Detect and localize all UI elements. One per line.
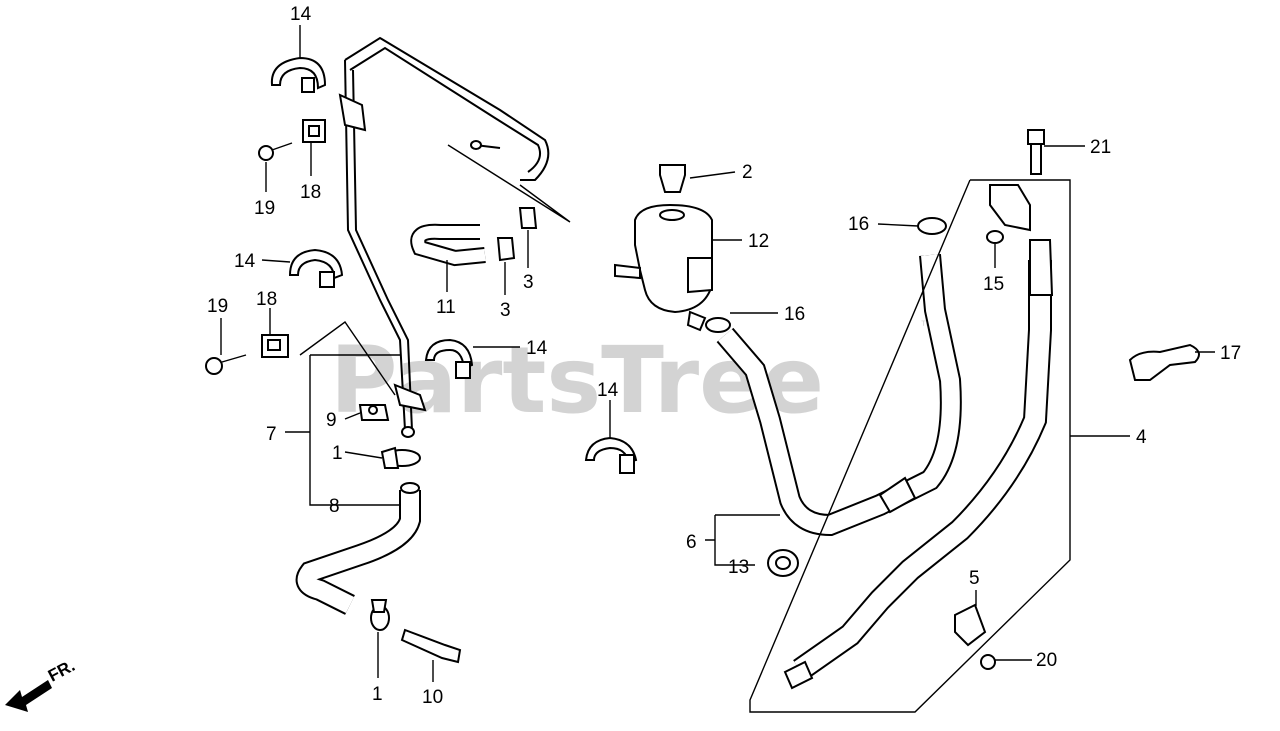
clip-3-b[interactable] [518,207,538,229]
callout-19[interactable]: 19 [207,296,228,317]
callout-3[interactable]: 3 [523,272,534,293]
callout-14[interactable]: 14 [234,251,256,272]
screw-19-mid[interactable] [205,354,247,375]
clamp-14-top[interactable] [270,56,327,93]
callout-1[interactable]: 1 [332,443,343,464]
leader-7-bracket [285,354,400,506]
clamp-16-canister[interactable] [705,317,731,333]
callout-15[interactable]: 15 [983,274,1004,295]
front-direction-arrow [5,680,52,712]
leader-4-frame [749,179,1071,713]
hose-11[interactable] [410,223,486,267]
callout-16[interactable]: 16 [848,214,869,235]
leader-6-bracket [705,514,780,566]
callout-3[interactable]: 3 [500,300,511,321]
callout-9[interactable]: 9 [326,410,337,431]
callout-18[interactable]: 18 [300,182,321,203]
callout-10[interactable]: 10 [422,687,443,708]
cap-2[interactable] [659,164,686,193]
leader-3 [447,144,571,223]
callout-13[interactable]: 13 [728,557,749,578]
screw-19-top[interactable] [258,142,293,161]
callouts: 14 19 18 14 19 18 11 3 3 14 9 7 1 8 1 10… [207,4,1241,708]
callout-1[interactable]: 1 [372,684,383,705]
clip-18-top[interactable] [302,119,326,143]
callout-14[interactable]: 14 [290,4,312,25]
canister-12[interactable] [614,203,713,332]
callout-14[interactable]: 14 [597,380,619,401]
callout-18[interactable]: 18 [256,289,277,310]
clamp-14-right[interactable] [584,436,638,474]
fuel-tube-rigid[interactable] [338,36,550,438]
callout-7[interactable]: 7 [266,424,277,445]
callout-11[interactable]: 11 [436,297,456,318]
clip-18-mid[interactable] [261,334,289,358]
clip-1-lower[interactable] [370,599,390,631]
callout-20[interactable]: 20 [1036,650,1057,671]
grommet-9[interactable] [358,404,390,421]
callout-4[interactable]: 4 [1136,427,1147,448]
bolt-20[interactable] [980,654,996,670]
grommet-13[interactable] [767,549,799,577]
callout-12[interactable]: 12 [748,231,769,252]
fitting-10[interactable] [400,628,462,664]
callout-17[interactable]: 17 [1220,343,1241,364]
clip-5[interactable] [954,603,987,647]
callout-5[interactable]: 5 [969,568,980,589]
callout-6[interactable]: 6 [686,532,697,553]
leader-18-mid [299,321,396,396]
clamp-16-top[interactable] [917,217,947,235]
clamp-14-center[interactable] [424,338,474,379]
clip-17[interactable] [1128,343,1200,381]
callout-14[interactable]: 14 [526,338,548,359]
leader-lines [220,25,1215,682]
hose-8[interactable] [295,482,421,615]
washer-15[interactable] [986,230,1004,244]
hose-6[interactable] [716,254,962,537]
callout-2[interactable]: 2 [742,162,753,183]
bolt-21[interactable] [1027,129,1045,175]
callout-16[interactable]: 16 [784,304,805,325]
callout-19[interactable]: 19 [254,198,275,219]
clamp-14-mid-left[interactable] [288,248,344,288]
callout-8[interactable]: 8 [329,496,340,517]
clip-3-a[interactable] [496,237,516,262]
clip-1-upper[interactable] [380,446,421,469]
hose-4-assembly[interactable] [783,184,1054,690]
front-direction-label: FR. [45,656,78,686]
callout-21[interactable]: 21 [1090,137,1111,158]
